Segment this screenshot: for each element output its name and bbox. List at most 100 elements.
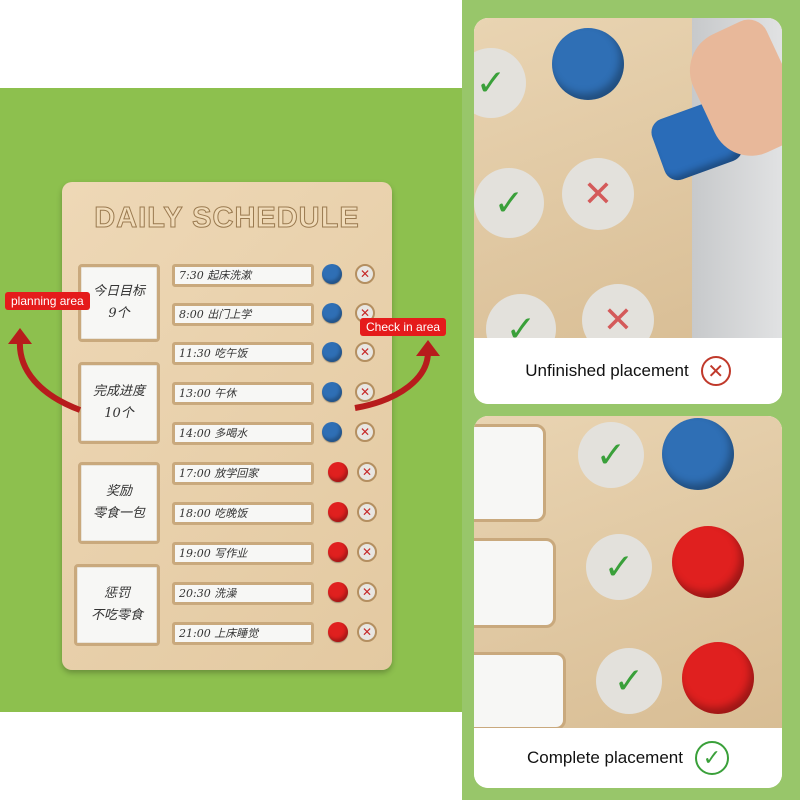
blue-peg-closeup xyxy=(552,28,624,100)
task-text: 13:00 午休 xyxy=(179,387,237,400)
red-peg[interactable] xyxy=(328,502,348,522)
check-hole[interactable]: ✕ xyxy=(355,264,375,284)
board-title: DAILY SCHEDULE xyxy=(94,202,360,235)
check-hole[interactable]: ✕ xyxy=(357,462,377,482)
complete-caption-row: Complete placement ✓ xyxy=(474,728,782,788)
slot-closeup xyxy=(474,538,556,628)
plan-box-reward: 奖励 零食一包 xyxy=(78,462,160,544)
checkin-arrowhead-icon xyxy=(416,340,440,356)
check-hole[interactable]: ✕ xyxy=(355,382,375,402)
plan-box-progress: 完成进度 10个 xyxy=(78,362,160,444)
check-hole[interactable]: ✕ xyxy=(355,342,375,362)
blue-peg[interactable] xyxy=(322,382,342,402)
check-circle-icon: ✓ xyxy=(694,741,729,775)
cross-icon: ✕ xyxy=(359,385,371,399)
plan-box-line: 今日目标 xyxy=(92,284,145,299)
cross-icon: ✕ xyxy=(361,625,373,639)
plan-box-goal: 今日目标 9个 xyxy=(78,264,160,342)
check-hole[interactable]: ✕ xyxy=(357,582,377,602)
check-icon: ✓ xyxy=(613,660,645,702)
checkin-arrow-icon xyxy=(354,351,431,411)
blue-peg[interactable] xyxy=(322,303,342,323)
check-hole-closeup: ✓ xyxy=(474,48,526,118)
task-slot: 13:00 午休 xyxy=(172,382,314,405)
check-hole[interactable]: ✕ xyxy=(357,542,377,562)
checkin-area-label: Check in area xyxy=(360,318,447,336)
cross-icon: ✕ xyxy=(359,425,371,439)
cross-icon: ✕ xyxy=(361,465,373,479)
complete-panel: ✓ ✓ ✓ Complete placement ✓ xyxy=(474,416,782,788)
unfinished-caption-row: Unfinished placement ✕ xyxy=(474,338,782,404)
plan-box-line: 零食一包 xyxy=(92,506,145,521)
cross-icon: ✕ xyxy=(602,299,634,341)
plan-box-penalty: 惩罚 不吃零食 xyxy=(74,564,160,646)
planning-arrow-icon xyxy=(16,339,82,413)
check-hole-closeup: ✓ xyxy=(578,422,644,488)
plan-box-line: 奖励 xyxy=(105,484,132,499)
plan-box-line: 不吃零食 xyxy=(90,608,143,623)
check-icon: ✓ xyxy=(595,434,627,476)
task-text: 18:00 吃晚饭 xyxy=(179,507,248,520)
check-hole[interactable]: ✕ xyxy=(357,502,377,522)
task-text: 7:30 起床洗漱 xyxy=(179,269,252,282)
cross-icon: ✕ xyxy=(361,545,373,559)
task-text: 19:00 写作业 xyxy=(179,547,248,560)
red-peg-closeup xyxy=(682,642,754,714)
check-hole[interactable]: ✕ xyxy=(357,622,377,642)
task-slot: 7:30 起床洗漱 xyxy=(172,264,314,287)
blue-peg[interactable] xyxy=(322,264,342,284)
red-peg[interactable] xyxy=(328,582,348,602)
task-text: 11:30 吃午饭 xyxy=(179,347,248,360)
blue-peg-closeup xyxy=(662,418,734,490)
blue-peg[interactable] xyxy=(322,422,342,442)
task-slot: 21:00 上床睡觉 xyxy=(172,622,314,645)
cross-icon: ✕ xyxy=(361,585,373,599)
red-peg-closeup xyxy=(672,526,744,598)
check-icon: ✓ xyxy=(493,182,525,224)
check-icon: ✓ xyxy=(603,546,635,588)
schedule-board: DAILY SCHEDULE 今日目标 9个 完成进度 10个 奖励 零食一包 … xyxy=(62,182,392,670)
task-slot: 17:00 放学回家 xyxy=(172,462,314,485)
callout-arrows xyxy=(8,328,440,413)
task-slot: 18:00 吃晚饭 xyxy=(172,502,314,525)
unfinished-panel: ✓ ✓ ✕ ✓ ✕ Unfinished placement ✕ xyxy=(474,18,782,404)
cross-circle-icon: ✕ xyxy=(700,356,731,386)
cross-icon: ✕ xyxy=(582,173,614,215)
cross-icon: ✕ xyxy=(359,306,371,320)
red-peg[interactable] xyxy=(328,542,348,562)
cross-icon: ✕ xyxy=(361,505,373,519)
slot-closeup xyxy=(474,424,546,522)
check-hole-closeup: ✓ xyxy=(474,168,544,238)
plan-box-line: 惩罚 xyxy=(103,586,130,601)
red-peg[interactable] xyxy=(328,462,348,482)
blue-peg[interactable] xyxy=(322,342,342,362)
planning-arrowhead-icon xyxy=(8,328,32,344)
cross-hole-closeup: ✕ xyxy=(562,158,634,230)
task-slot: 20:30 洗澡 xyxy=(172,582,314,605)
check-icon: ✓ xyxy=(475,62,507,104)
task-text: 21:00 上床睡觉 xyxy=(179,627,259,640)
plan-box-line: 10个 xyxy=(104,406,134,421)
task-text: 8:00 出门上学 xyxy=(179,308,252,321)
task-slot: 14:00 多喝水 xyxy=(172,422,314,445)
task-slot: 11:30 吃午饭 xyxy=(172,342,314,365)
complete-caption: Complete placement xyxy=(527,748,683,767)
task-slot: 8:00 出门上学 xyxy=(172,303,314,326)
check-icon: ✓ xyxy=(702,745,722,771)
task-text: 20:30 洗澡 xyxy=(179,587,237,600)
slot-closeup xyxy=(474,652,566,730)
task-slot: 19:00 写作业 xyxy=(172,542,314,565)
plan-box-line: 完成进度 xyxy=(92,384,145,399)
unfinished-caption: Unfinished placement xyxy=(525,361,689,380)
planning-area-label: planning area xyxy=(5,292,90,310)
check-hole[interactable]: ✕ xyxy=(355,422,375,442)
task-text: 17:00 放学回家 xyxy=(179,467,259,480)
cross-icon: ✕ xyxy=(359,345,371,359)
cross-icon: ✕ xyxy=(359,267,371,281)
check-hole-closeup: ✓ xyxy=(596,648,662,714)
plan-box-line: 9个 xyxy=(108,306,130,321)
red-peg[interactable] xyxy=(328,622,348,642)
check-hole-closeup: ✓ xyxy=(586,534,652,600)
cross-icon: ✕ xyxy=(707,359,725,383)
task-text: 14:00 多喝水 xyxy=(179,427,248,440)
